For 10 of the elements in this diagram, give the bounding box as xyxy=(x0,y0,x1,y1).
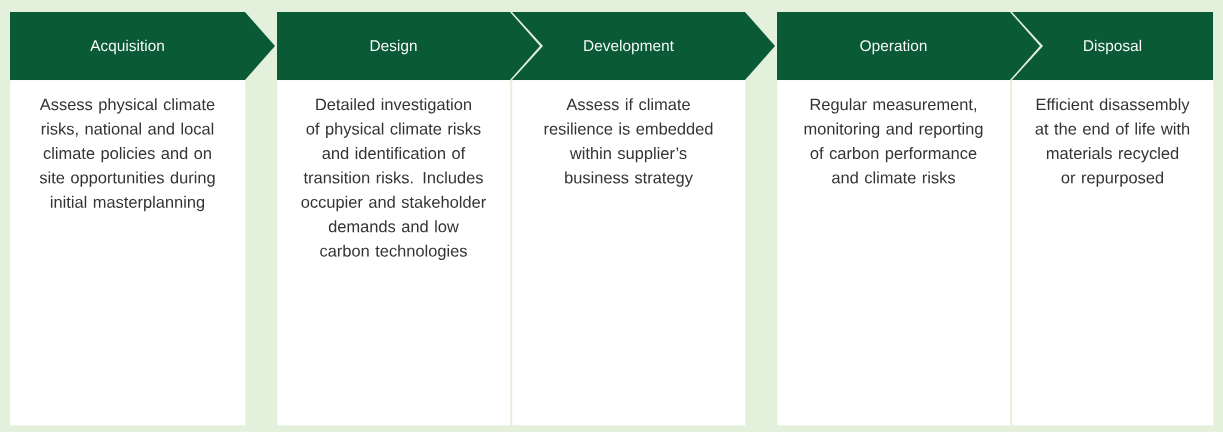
description-text: Efficient disassembly at the end of life with materials recycled or repurposed xyxy=(1035,98,1190,187)
chevron-header: Acquisition xyxy=(10,12,275,80)
chevron-header: Operation xyxy=(777,12,1040,80)
description-text: Assess if climate resilience is embedded within supplier’s business strategy xyxy=(544,98,713,187)
chevron-header: Development xyxy=(512,12,775,80)
chevron-header: Disposal xyxy=(1012,12,1213,80)
chevron-header: Design xyxy=(277,12,540,80)
description-text: Assess physical climate risks, national and local climate policies and on site opportunities during initial masterplanning xyxy=(39,98,215,212)
description-text: Regular measurement, monitoring and reporting of carbon performance and climate risks xyxy=(804,98,983,184)
description-text: Detailed investigation of physical climate risks and identification of transition risks. Includes occupier and stakeholder demands and low carbon technologies xyxy=(301,98,486,260)
